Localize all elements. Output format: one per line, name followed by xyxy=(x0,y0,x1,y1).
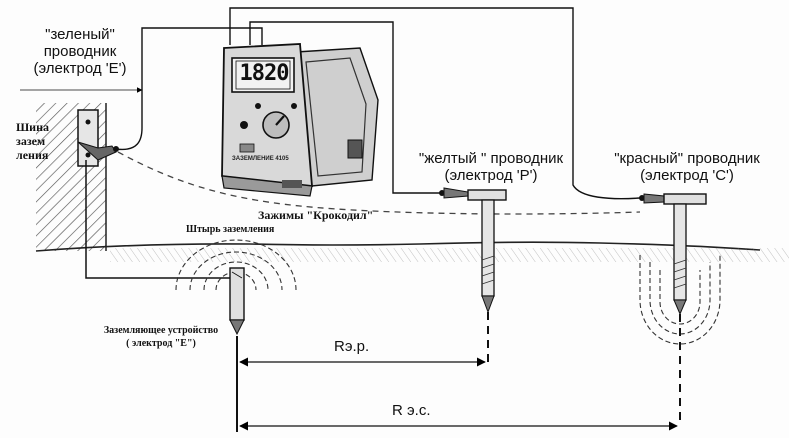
yellow-wire-label: "желтый " проводник (электрод 'P') xyxy=(400,150,582,184)
grounding-bus-label: Шина зазем ления xyxy=(16,120,49,162)
red-wire-label-line2: (электрод 'C') xyxy=(640,167,734,184)
meter-brand: ЗАЗЕМЛЕНИЕ 4105 xyxy=(232,156,289,162)
yellow-wire-label-line2: (электрод 'P') xyxy=(444,167,538,184)
electrode-p xyxy=(439,187,507,362)
r-ec-label: R э.с. xyxy=(392,402,431,419)
device-label-line2: ( электрод "E") xyxy=(126,338,196,349)
bus-label-line3: ления xyxy=(16,148,49,162)
pin-label: Штырь заземления xyxy=(186,224,275,235)
meter-body xyxy=(221,43,313,197)
red-wire xyxy=(229,7,641,200)
yellow-wire-label-line1: "желтый " проводник xyxy=(418,150,564,167)
green-wire-label-line1: "зеленый" xyxy=(45,26,115,43)
red-wire-label-line1: "красный" проводник xyxy=(614,150,760,167)
red-wire-label: "красный" проводник (электрод 'C') xyxy=(602,150,772,184)
r-ep-label: Rэ.р. xyxy=(334,338,370,355)
bus-clamp xyxy=(77,141,119,161)
earth-electrode-e xyxy=(175,239,297,336)
device-label-line1: Заземляющее устройство xyxy=(103,325,219,336)
earth-device-label: Заземляющее устройство ( электрод "E") xyxy=(86,324,236,350)
dashed-cable xyxy=(117,151,641,215)
yellow-wire xyxy=(249,21,440,194)
ground xyxy=(35,241,789,262)
clamps-label: Зажимы "Крокодил" xyxy=(258,208,374,222)
bus-label-line2: зазем xyxy=(16,134,46,148)
electrode-c xyxy=(639,193,721,426)
green-wire-label: "зеленый" проводник (электрод 'E') xyxy=(16,26,144,77)
green-wire-label-line2: проводник xyxy=(43,43,117,60)
bus-label-line1: Шина xyxy=(16,120,50,134)
green-wire-label-line3: (электрод 'E') xyxy=(33,60,127,77)
green-wire xyxy=(115,27,263,151)
meter-display: 1820 xyxy=(239,61,290,86)
